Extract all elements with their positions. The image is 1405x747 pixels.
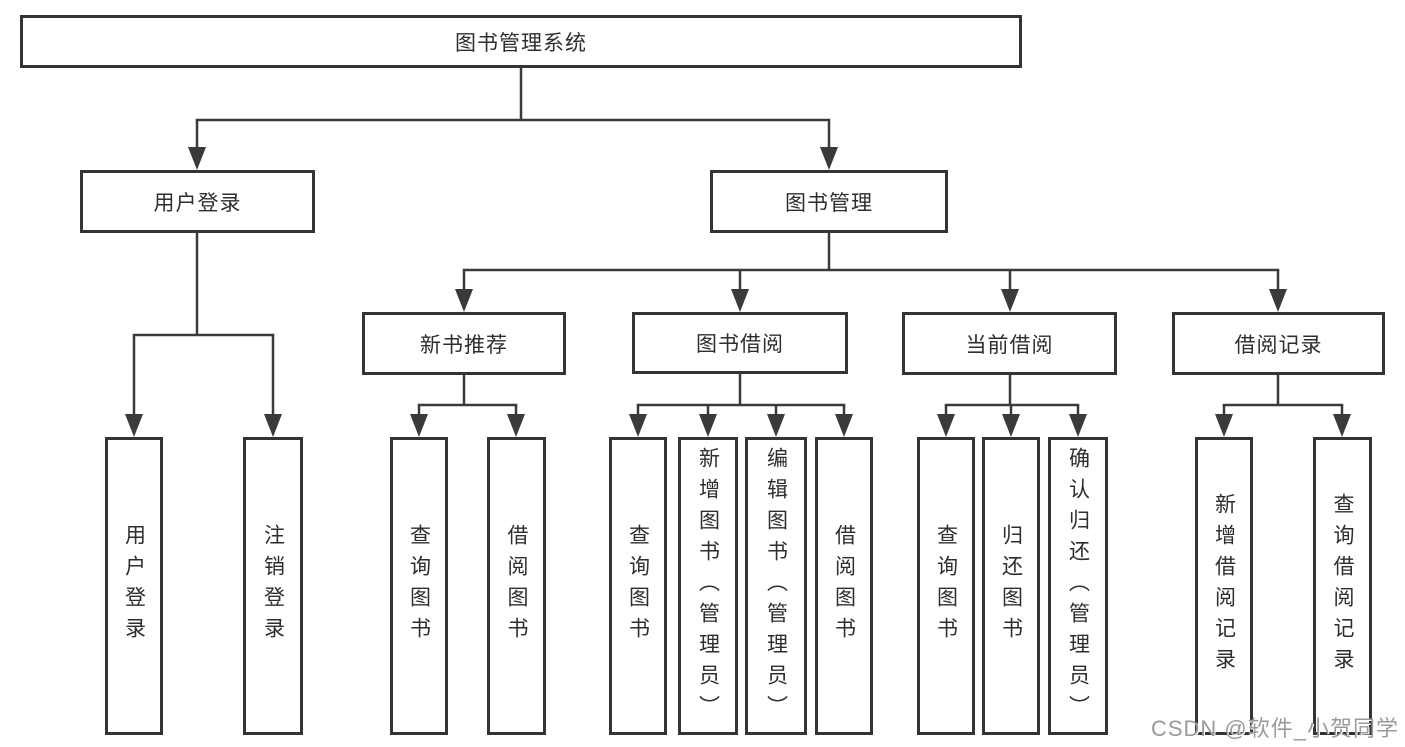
leaf-return-book: 归还图书 xyxy=(982,437,1040,735)
root-node: 图书管理系统 xyxy=(20,15,1022,68)
leaf-query-book-current: 查询图书 xyxy=(917,437,975,735)
node-book-management: 图书管理 xyxy=(710,170,948,233)
leaf-query-book-borrow: 查询图书 xyxy=(609,437,667,735)
node-user-login: 用户登录 xyxy=(80,170,315,233)
leaf-user-login: 用户登录 xyxy=(105,437,163,735)
leaf-add-borrow-record: 新增借阅记录 xyxy=(1195,437,1253,735)
leaf-query-book-recommend: 查询图书 xyxy=(390,437,448,735)
leaf-add-book-admin: 新增图书（管理员） xyxy=(678,437,738,735)
leaf-borrow-book-recommend: 借阅图书 xyxy=(487,437,546,735)
leaf-borrow-book: 借阅图书 xyxy=(815,437,873,735)
watermark: CSDN @软件_小贺同学 xyxy=(1150,716,1399,741)
node-borrow-record: 借阅记录 xyxy=(1172,312,1385,375)
leaf-query-borrow-record: 查询借阅记录 xyxy=(1313,437,1372,735)
node-new-book-recommend: 新书推荐 xyxy=(362,312,566,375)
leaf-logout-login: 注销登录 xyxy=(243,437,303,735)
node-book-borrow: 图书借阅 xyxy=(632,312,848,374)
leaf-edit-book-admin: 编辑图书（管理员） xyxy=(745,437,807,735)
node-current-borrow: 当前借阅 xyxy=(902,312,1117,375)
leaf-confirm-return-admin: 确认归还（管理员） xyxy=(1048,437,1108,735)
